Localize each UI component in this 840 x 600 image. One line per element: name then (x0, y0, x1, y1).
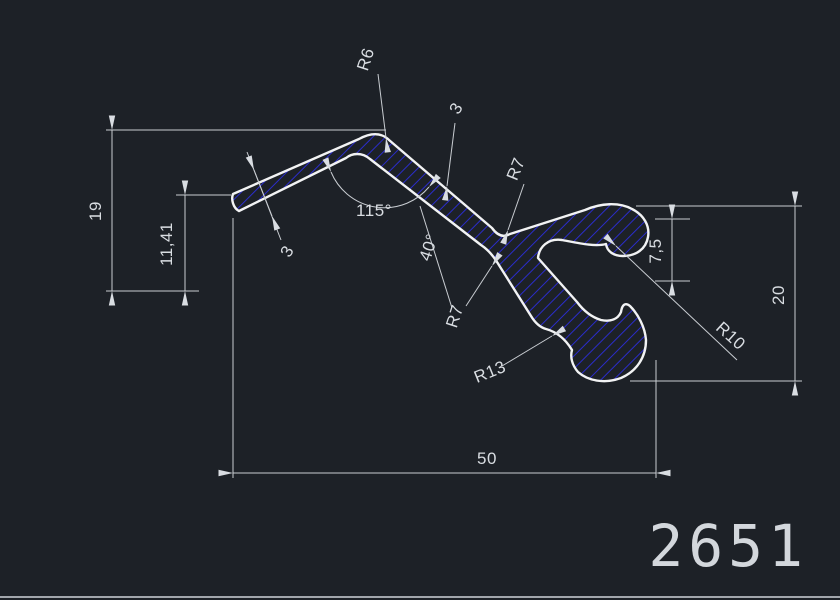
dim-radius-top-bend-label: R6 (353, 46, 378, 73)
dimension-radius-top-bend: R6 (353, 46, 391, 153)
dimension-height-total: 19 (86, 115, 116, 306)
extension-lines (106, 129, 802, 478)
radius-hook-bottom-leader (501, 325, 567, 367)
dim-radius-top-notch-label: R7 (503, 155, 529, 183)
radius-top-notch-leader (500, 183, 525, 245)
dimension-height-right: 20 (769, 191, 799, 396)
thickness-left-arrows (245, 155, 281, 231)
thickness-top-leader (441, 122, 456, 201)
radius-channel-leader (603, 233, 738, 361)
dimension-channel-depth: 7,5 (646, 204, 676, 296)
dim-width-total-label: 50 (477, 449, 497, 468)
part-number: 2651 (648, 512, 808, 580)
dim-radius-fork-label: R7 (442, 303, 467, 330)
dim-thickness-left-label: 3 (277, 242, 298, 260)
dim-height-inner-label: 11,41 (157, 222, 176, 266)
dimension-angle-bend: 115° (322, 157, 441, 220)
angle-bend-arc (322, 157, 441, 209)
dim-channel-depth-label: 7,5 (646, 238, 665, 263)
radius-fork-leader (465, 252, 503, 307)
dimension-width-total: 50 (218, 449, 671, 477)
dim-angle-bend-label: 115° (356, 201, 392, 220)
dim-radius-hook-bottom-label: R13 (471, 357, 508, 387)
dim-angle-fork-label: 40° (416, 231, 442, 263)
dim-height-right-label: 20 (769, 285, 788, 305)
extrusion-profile-outline (231, 133, 650, 383)
radius-top-bend-leader (377, 73, 391, 153)
dimension-radius-top-notch: R7 (500, 155, 529, 245)
angle-fork-leg-line (419, 205, 453, 309)
dim-radius-channel-label: R10 (712, 318, 749, 354)
dimension-thickness-top: 3 (441, 99, 467, 201)
dimension-angle-fork: 40° (416, 205, 453, 309)
dimension-radius-fork: R7 (442, 252, 503, 330)
dim-height-total-label: 19 (86, 201, 105, 221)
dimension-height-inner: 11,41 (157, 180, 189, 306)
dim-thickness-top-label: 3 (446, 99, 467, 117)
dimension-radius-hook-bottom: R13 (471, 325, 567, 387)
